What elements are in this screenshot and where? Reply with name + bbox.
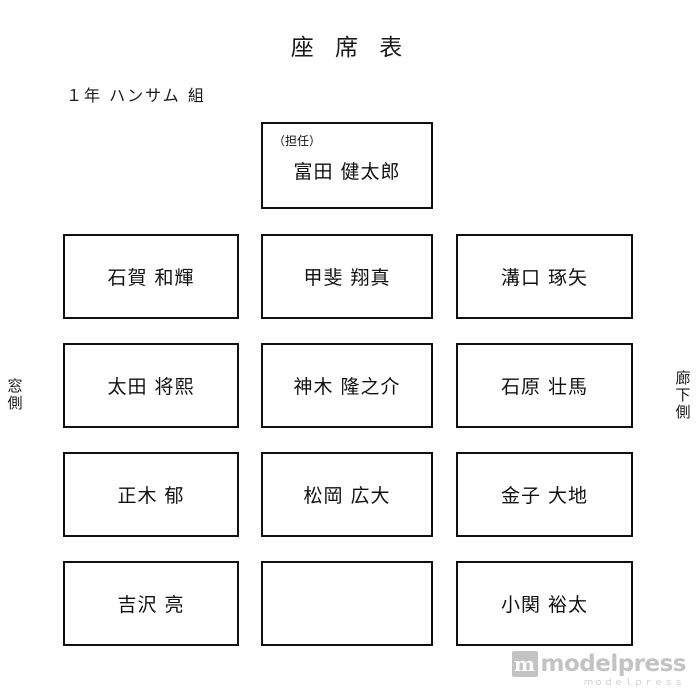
seat-row3-col1[interactable]: 正木 郁 bbox=[63, 452, 239, 537]
seat-name: 松岡 広大 bbox=[303, 485, 391, 507]
watermark-row: m modelpress bbox=[511, 651, 687, 677]
seat-name: 太田 将熙 bbox=[107, 376, 195, 398]
seat-row4-col2-empty[interactable] bbox=[261, 561, 433, 646]
modelpress-logo-icon: m bbox=[511, 651, 538, 677]
teacher-name: 富田 健太郎 bbox=[293, 161, 401, 183]
seat-name: 小関 裕太 bbox=[500, 594, 589, 616]
seat-row2-col2[interactable]: 神木 隆之介 bbox=[261, 343, 433, 428]
class-label: １年 ハンサム 組 bbox=[66, 86, 206, 105]
seat-row4-col3[interactable]: 小関 裕太 bbox=[456, 561, 633, 646]
seat-row3-col3[interactable]: 金子 大地 bbox=[456, 452, 633, 537]
side-label-window: 窓側 bbox=[7, 377, 23, 412]
watermark-subtext: ｍｏｄｅｌｐｒｅｓｓ bbox=[583, 678, 684, 688]
seat-teacher[interactable]: （担任） 富田 健太郎 bbox=[261, 122, 433, 209]
watermark: m modelpress ｍｏｄｅｌｐｒｅｓｓ bbox=[511, 651, 687, 688]
seat-name: 金子 大地 bbox=[500, 485, 589, 507]
seat-row1-col1[interactable]: 石賀 和輝 bbox=[63, 234, 239, 319]
page-title: 座 席 表 bbox=[290, 35, 410, 61]
seat-name: 甲斐 翔真 bbox=[303, 267, 391, 289]
watermark-text: modelpress bbox=[540, 651, 687, 677]
seat-row1-col3[interactable]: 溝口 琢矢 bbox=[456, 234, 633, 319]
seat-name: 吉沢 亮 bbox=[117, 594, 185, 616]
seat-row4-col1[interactable]: 吉沢 亮 bbox=[63, 561, 239, 646]
seat-row2-col3[interactable]: 石原 壮馬 bbox=[456, 343, 633, 428]
seat-row2-col1[interactable]: 太田 将熙 bbox=[63, 343, 239, 428]
side-label-corridor: 廊下側 bbox=[675, 369, 691, 421]
seat-row1-col2[interactable]: 甲斐 翔真 bbox=[261, 234, 433, 319]
seat-name: 神木 隆之介 bbox=[293, 376, 401, 398]
seat-row3-col2[interactable]: 松岡 広大 bbox=[261, 452, 433, 537]
teacher-role-label: （担任） bbox=[273, 134, 322, 148]
seat-name: 溝口 琢矢 bbox=[500, 267, 589, 289]
seat-name: 石賀 和輝 bbox=[107, 267, 195, 289]
seat-name: 石原 壮馬 bbox=[500, 376, 589, 398]
seat-name: 正木 郁 bbox=[117, 485, 185, 507]
